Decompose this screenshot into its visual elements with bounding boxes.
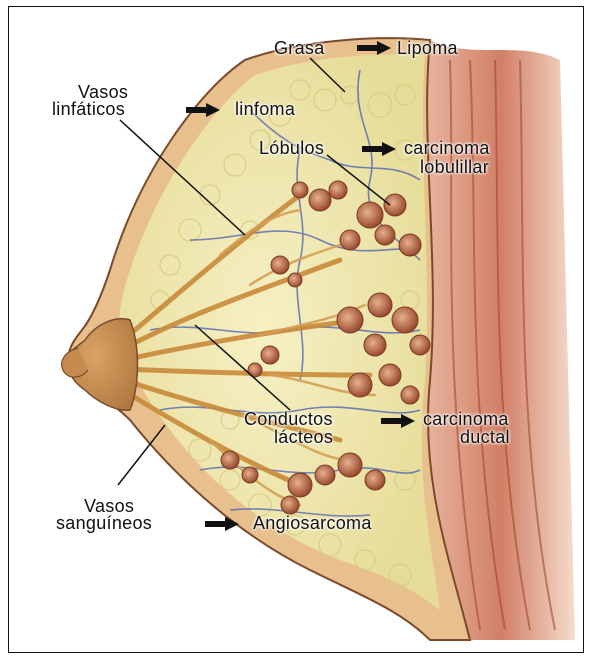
label-vasos-linfaticos-2: linfáticos [52, 100, 125, 118]
label-carcinoma-ductal-2: ductal [460, 428, 510, 446]
label-conductos: Conductos [244, 410, 333, 428]
right-arrow-icon [381, 414, 415, 428]
right-arrow-icon [357, 41, 391, 55]
label-lipoma: Lipoma [397, 39, 458, 57]
label-carcinoma-lobulillar-2: lobulillar [420, 158, 489, 176]
right-arrow-icon [186, 103, 220, 117]
label-carcinoma-lobulillar-1: carcinoma [404, 139, 490, 157]
right-arrow-icon [362, 142, 396, 156]
label-carcinoma-ductal-1: carcinoma [423, 410, 509, 428]
label-vasos-sanguineos-2: sanguíneos [56, 514, 152, 532]
label-lobulos: Lóbulos [259, 139, 324, 157]
label-lacteos: lácteos [274, 428, 333, 446]
label-angiosarcoma: Angiosarcoma [253, 514, 372, 532]
right-arrow-icon [205, 517, 239, 531]
label-grasa: Grasa [274, 39, 325, 57]
label-linfoma: linfoma [235, 100, 295, 118]
chest-muscle [427, 40, 575, 640]
